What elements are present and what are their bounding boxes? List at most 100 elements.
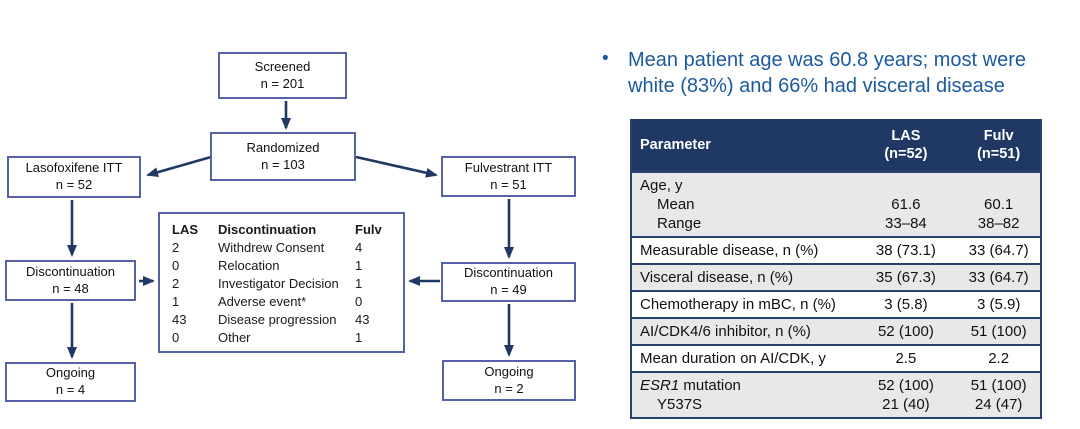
table-row: Mean duration on AI/CDK, y 2.5 2.2 — [631, 344, 1041, 373]
flow-box-count: n = 51 — [490, 176, 527, 192]
parameter-line: Age, y — [640, 177, 683, 195]
reason-las-count: 2 — [172, 276, 180, 291]
reason-las-count: 0 — [172, 330, 180, 345]
parameter-line: Mean — [657, 196, 695, 214]
column-header-fulv: Fulv (n=51) — [957, 119, 1041, 173]
flow-box-screened: Screened n = 201 — [218, 52, 347, 99]
table-row: Measurable disease, n (%) 38 (73.1) 33 (64… — [631, 236, 1041, 265]
las-value-line: 3 (5.8) — [884, 296, 928, 314]
fulv-value-line — [965, 176, 1032, 195]
parameter-line: ESR1 mutation — [640, 377, 741, 395]
table-row: Chemotherapy in mBC, n (%) 3 (5.8) 3 (5.9) — [631, 290, 1041, 319]
flow-box-label: Screened — [254, 58, 311, 74]
arrow-randomized-to-fulv — [355, 155, 438, 178]
reason-label: Adverse event* — [218, 294, 307, 309]
las-value-line: 21 (40) — [882, 396, 930, 414]
table-row: AI/CDK4/6 inhibitor, n (%) 52 (100) 51 (10… — [631, 317, 1041, 346]
column-header-fulv-line1: Fulv — [983, 128, 1014, 144]
column-header-fulv-line2: (n=51) — [977, 146, 1021, 163]
parameter-line: Chemotherapy in mBC, n (%) — [640, 296, 836, 314]
flow-box-fulvestrant-itt: Fulvestrant ITT n = 51 — [441, 156, 576, 197]
cell-fulv: 51 (100) — [957, 317, 1041, 346]
cell-las: 35 (67.3) — [854, 263, 958, 292]
table-row: Visceral disease, n (%) 35 (67.3) 33 (64.7… — [631, 263, 1041, 292]
reasons-header-las: LAS — [172, 222, 198, 237]
reason-label: Other — [218, 330, 251, 345]
reason-label: Relocation — [218, 258, 280, 273]
flow-box-label: Lasofoxifene ITT — [25, 160, 123, 176]
flow-box-count: n = 2 — [494, 380, 524, 396]
reasons-header-fulv: Fulv — [355, 222, 382, 237]
fulv-value-line: 2.2 — [988, 350, 1010, 368]
reason-fulv-count: 1 — [355, 258, 363, 273]
las-value-line: 38 (73.1) — [875, 242, 936, 260]
flow-box-count: n = 103 — [261, 156, 305, 172]
arrow-randomized-to-laso — [146, 155, 212, 178]
las-value-line: 52 (100) — [877, 377, 934, 395]
reasons-header-discontinuation: Discontinuation — [218, 222, 317, 237]
fulv-value-line: 33 (64.7) — [968, 242, 1029, 260]
column-header-las-line1: LAS — [891, 128, 921, 144]
reason-fulv-count: 1 — [355, 330, 363, 345]
reason-las-count: 1 — [172, 294, 180, 309]
reason-fulv-count: 1 — [355, 276, 363, 291]
cell-parameter: Chemotherapy in mBC, n (%) — [631, 290, 855, 319]
las-value-line: 35 (67.3) — [875, 269, 936, 287]
flow-box-discontinuation-left: Discontinuation n = 48 — [5, 260, 136, 301]
cell-parameter: Measurable disease, n (%) — [631, 236, 855, 265]
las-value-line: 2.5 — [895, 350, 917, 368]
key-finding-bullet: • Mean patient age was 60.8 years; most … — [598, 47, 1054, 99]
flow-box-ongoing-left: Ongoing n = 4 — [5, 362, 136, 402]
cell-fulv: 2.2 — [957, 344, 1041, 373]
flow-box-label: Ongoing — [45, 365, 96, 381]
fulv-value-line: 3 (5.9) — [976, 296, 1021, 314]
cell-parameter: AI/CDK4/6 inhibitor, n (%) — [631, 317, 855, 346]
flow-box-lasofoxifene-itt: Lasofoxifene ITT n = 52 — [7, 156, 141, 198]
parameter-line: Measurable disease, n (%) — [640, 242, 819, 260]
flow-box-label: Randomized — [246, 139, 320, 155]
parameter-line: Visceral disease, n (%) — [640, 269, 794, 287]
parameter-line: Range — [657, 215, 702, 233]
reason-fulv-count: 43 — [355, 312, 370, 327]
flow-box-label: Discontinuation — [464, 265, 553, 281]
fulv-value-line: 51 (100) — [970, 377, 1027, 395]
flow-box-count: n = 49 — [490, 282, 527, 297]
fulv-value-line: 38–82 — [977, 215, 1020, 233]
cell-las: 38 (73.1) — [854, 236, 958, 265]
las-value-line: 52 (100) — [877, 323, 934, 341]
las-value-line — [863, 176, 950, 195]
reason-las-count: 2 — [172, 240, 180, 255]
fulv-value-line: 60.1 — [984, 196, 1014, 214]
parameter-line: AI/CDK4/6 inhibitor, n (%) — [640, 323, 811, 341]
table-header-row: Parameter LAS (n=52) Fulv (n=51) — [631, 119, 1041, 173]
discontinuation-reasons-box: LAS Discontinuation Fulv 2 Withdrew Conse… — [158, 212, 405, 353]
parameter-line: Y537S — [657, 396, 703, 414]
reason-fulv-count: 0 — [355, 294, 363, 309]
reason-las-count: 0 — [172, 258, 180, 273]
reason-fulv-count: 4 — [355, 240, 363, 255]
flow-box-count: n = 48 — [52, 280, 89, 296]
fulv-value-line: 33 (64.7) — [968, 269, 1029, 287]
flow-box-count: n = 52 — [55, 177, 93, 192]
cell-fulv: 3 (5.9) — [957, 290, 1041, 319]
flow-box-label: Fulvestrant ITT — [464, 159, 553, 175]
fulv-value-line: 24 (47) — [974, 396, 1023, 414]
flow-box-ongoing-right: Ongoing n = 2 — [442, 360, 576, 401]
column-header-parameter: Parameter — [631, 119, 855, 173]
cell-las: 2.5 — [854, 344, 958, 373]
las-value-line: 61.6 — [891, 196, 921, 214]
reason-label: Withdrew Consent — [218, 240, 325, 255]
parameter-line: Mean duration on AI/CDK, y — [640, 350, 826, 368]
reason-label: Investigator Decision — [218, 276, 339, 291]
flow-box-count: n = 4 — [55, 382, 86, 397]
bullet-dot: • — [602, 48, 609, 69]
bullet-text: Mean patient age was 60.8 years; most we… — [628, 49, 1026, 97]
